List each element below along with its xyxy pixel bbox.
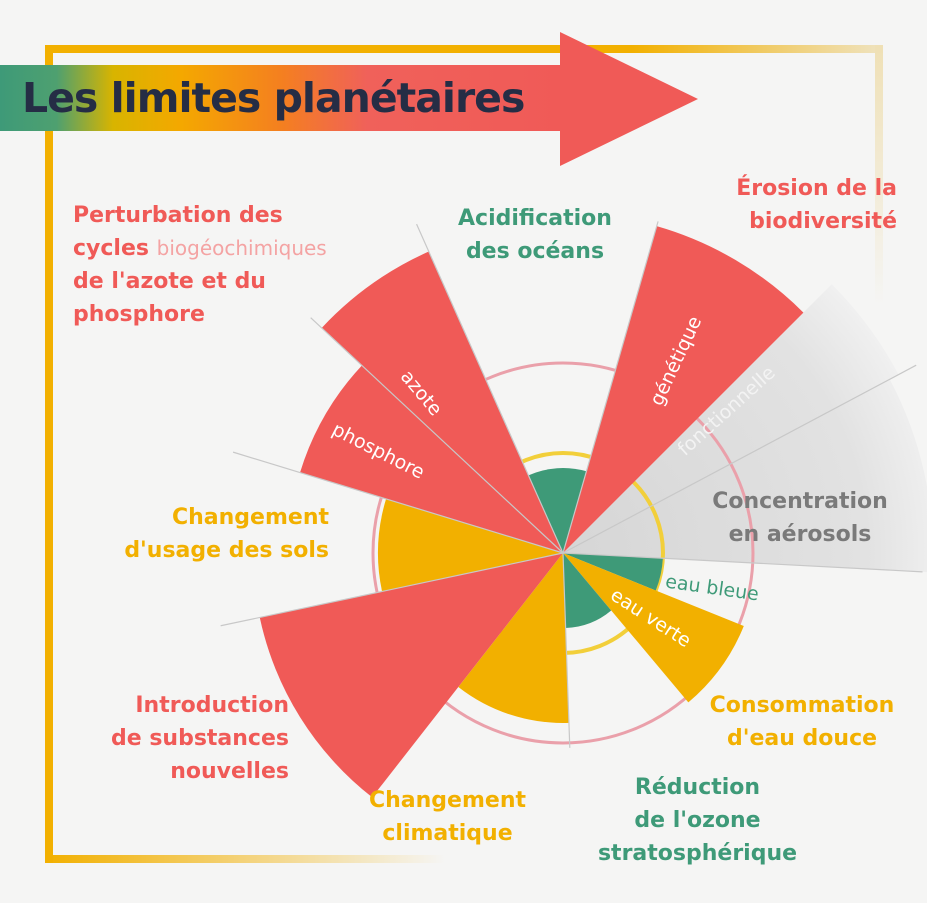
divider-line <box>310 317 564 554</box>
label-line: nouvelles <box>170 759 289 784</box>
wedge-aerosols <box>563 379 927 573</box>
divider-line <box>416 223 564 554</box>
wedge-biodiversity-functional <box>563 284 899 553</box>
label-biogeochemical: Perturbation des cycles biogéochimiques … <box>73 199 327 331</box>
wedge-biodiversity-genetic <box>563 226 804 553</box>
divider-line <box>562 552 571 748</box>
label-line: biodiversité <box>749 209 897 234</box>
label-line: Concentration <box>712 489 888 514</box>
label-line: Changement <box>171 505 329 530</box>
divider-line <box>232 451 564 554</box>
divider-line <box>562 552 923 573</box>
label-biodiversity: Érosion de la biodiversité <box>736 172 897 238</box>
divider-line <box>562 221 659 554</box>
label-line: de substances <box>110 726 289 751</box>
label-line: stratosphérique <box>597 841 798 866</box>
label-line: en aérosols <box>728 522 872 547</box>
frame-border-top <box>45 45 883 53</box>
label-climate: Changement climatique <box>345 784 550 850</box>
label-ozone: Réduction de l'ozone stratosphérique <box>575 771 820 870</box>
wedge-ocean-acidification <box>528 468 587 553</box>
wedge-freshwater-blue <box>563 553 663 591</box>
label-line: de l'azote et du <box>73 269 266 294</box>
frame-border-left <box>45 45 53 863</box>
label-freshwater: Consommation d'eau douce <box>686 689 918 755</box>
label-ocean-acidification: Acidification des océans <box>440 202 630 268</box>
label-line: de l'ozone <box>634 808 761 833</box>
wedge-phosphorus <box>300 365 563 553</box>
page-title: Les limites planétaires <box>22 74 525 122</box>
label-aerosols: Concentration en aérosols <box>690 485 910 551</box>
label-land-use: Changement d'usage des sols <box>124 501 329 567</box>
wedge-novel-entities <box>259 553 563 798</box>
label-line: des océans <box>465 239 605 264</box>
boundary-ring-outer <box>371 361 755 745</box>
label-line: cycles biogéochimiques <box>73 232 327 265</box>
wedge-land-use <box>378 498 563 592</box>
wedge-freshwater-green <box>563 553 744 703</box>
label-novel-entities: Introduction de substances nouvelles <box>111 689 289 788</box>
label-line: d'eau douce <box>726 726 878 751</box>
label-line: Perturbation des <box>73 203 283 228</box>
label-line: Réduction <box>634 775 761 800</box>
label-part-highlight: biogéochimiques <box>156 236 327 260</box>
arrow-head-icon <box>560 32 698 166</box>
divider-line <box>562 364 917 554</box>
title-banner <box>0 65 565 131</box>
wedge-nitrogen <box>321 251 563 553</box>
frame-border-bottom <box>45 855 445 863</box>
label-line: Consommation <box>709 693 895 718</box>
label-part: cycles <box>73 236 157 261</box>
label-line: Acidification <box>458 206 612 231</box>
wedge-climate <box>458 553 569 723</box>
frame-border-right <box>875 45 883 305</box>
label-line: climatique <box>382 821 513 846</box>
label-line: phosphore <box>73 302 205 327</box>
wedge-ozone <box>563 553 612 628</box>
divider-line <box>220 552 564 627</box>
label-line: Érosion de la <box>736 176 897 201</box>
label-line: d'usage des sols <box>124 538 329 563</box>
label-line: Introduction <box>135 693 289 718</box>
label-line: Changement <box>368 788 526 813</box>
